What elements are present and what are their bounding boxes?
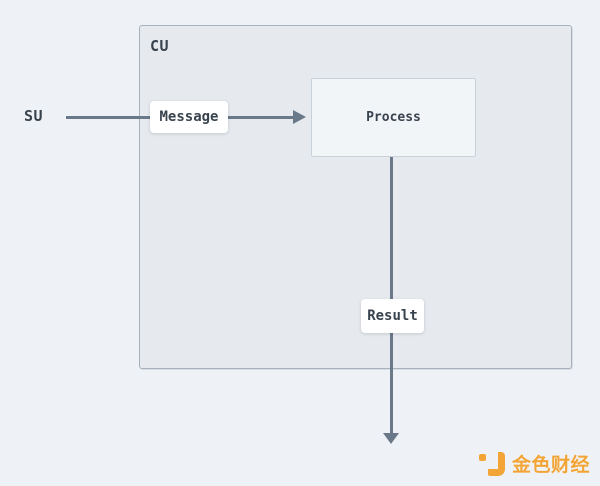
su-node-label: SU — [24, 107, 44, 125]
message-edge-label: Message — [150, 101, 228, 133]
jinse-logo-icon — [478, 451, 505, 476]
watermark: 金色财经 — [478, 450, 590, 477]
process-node-box: Process — [311, 78, 476, 157]
result-arrowhead-icon — [383, 433, 399, 444]
jinse-logo-dot — [478, 453, 486, 461]
result-arrow-line — [390, 157, 393, 434]
result-edge-label: Result — [361, 299, 424, 333]
watermark-text: 金色财经 — [511, 454, 590, 476]
cu-container-box: CU — [139, 25, 572, 369]
message-arrowhead-icon — [293, 110, 306, 124]
cu-container-label: CU — [150, 37, 170, 55]
jinse-logo-bracket — [487, 451, 505, 476]
